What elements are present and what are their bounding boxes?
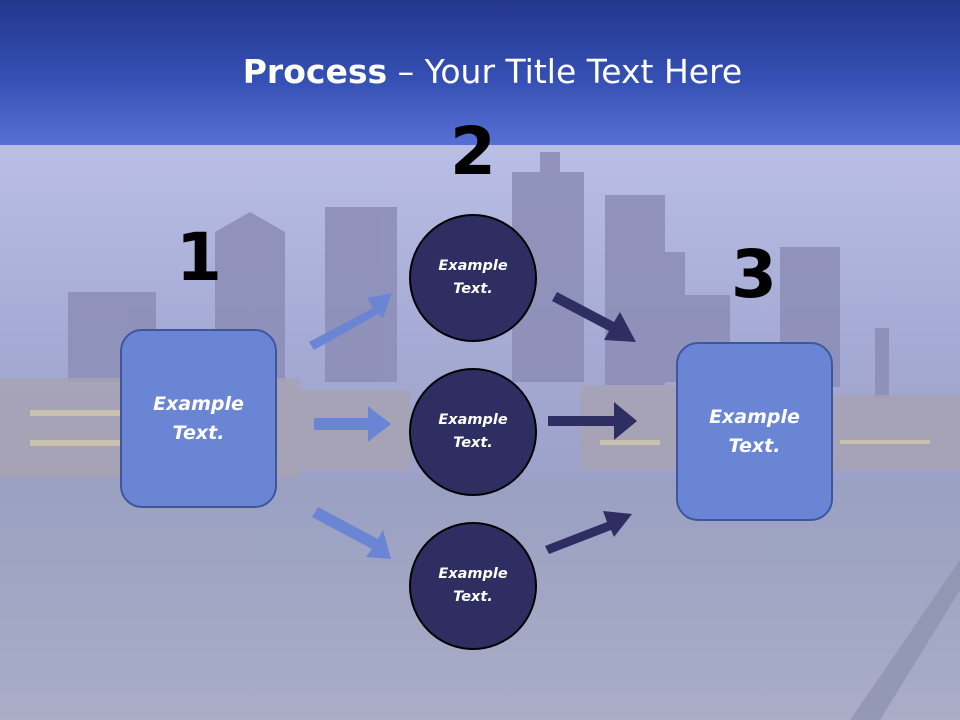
title-bar (0, 0, 960, 145)
step-number-3: 3 (731, 236, 777, 313)
circle-3-text: Example Text. (438, 566, 508, 605)
circle-2-text: Example Text. (438, 412, 508, 451)
circle-1-text: Example Text. (438, 258, 508, 297)
right-step-text: Example Text. (709, 405, 800, 457)
title-rest: – Your Title Text Here (387, 52, 743, 91)
left-step-text: Example Text. (153, 392, 244, 444)
title-bold: Process (242, 52, 388, 91)
step-number-2: 2 (450, 113, 496, 190)
arrow-to-circle-3 (312, 507, 391, 559)
arrow-from-circle-2 (548, 402, 637, 440)
arrow-to-circle-2 (314, 406, 391, 442)
arrows-light (309, 293, 392, 559)
step-circle-3: Example Text. (409, 522, 537, 650)
arrow-from-circle-3 (545, 511, 632, 554)
step-number-1: 1 (176, 219, 222, 296)
right-step-box: Example Text. (676, 342, 833, 521)
step-circle-2: Example Text. (409, 368, 537, 496)
arrow-from-circle-1 (552, 292, 636, 342)
arrow-to-circle-1 (309, 293, 392, 350)
left-step-box: Example Text. (120, 329, 277, 508)
step-circle-1: Example Text. (409, 214, 537, 342)
slide-title: Process – Your Title Text Here (0, 52, 960, 91)
arrows-dark (545, 292, 637, 554)
